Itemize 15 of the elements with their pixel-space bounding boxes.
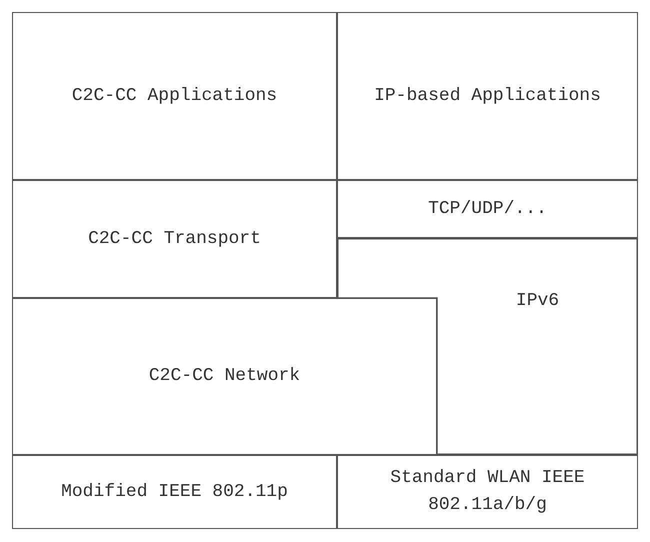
layer-label: TCP/UDP/... xyxy=(428,198,547,220)
layer-box xyxy=(337,180,638,238)
layer-box xyxy=(12,455,337,529)
layer-label: C2C-CC Transport xyxy=(88,228,261,250)
layer-label: Standard WLAN IEEE 802.11a/b/g xyxy=(389,467,586,517)
layer-label: Modified IEEE 802.11p xyxy=(61,480,288,504)
layer-label: IPv6 xyxy=(516,290,560,313)
layer-box xyxy=(337,455,638,529)
layer-label: IP-based Applications xyxy=(374,84,601,108)
layer-box xyxy=(12,12,337,180)
layer-box xyxy=(337,12,638,180)
layer-box xyxy=(12,298,437,455)
layer-box xyxy=(12,180,337,298)
layer-label: C2C-CC Applications xyxy=(72,84,278,108)
layer-label: C2C-CC Network xyxy=(148,365,300,388)
